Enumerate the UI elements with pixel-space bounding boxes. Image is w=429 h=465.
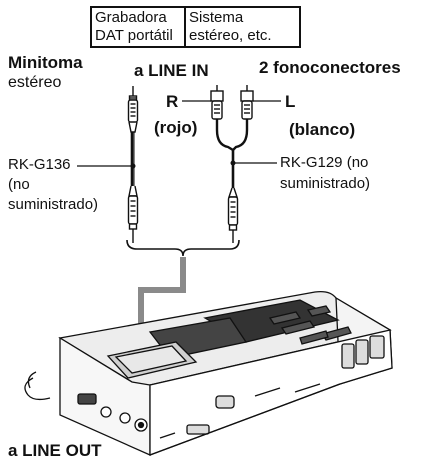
- label-right-channel: R: [166, 92, 179, 111]
- box-dat-recorder: Grabadora DAT portátil: [90, 6, 186, 48]
- label-left-channel: L: [285, 92, 296, 111]
- rk-g129-callout-dot: [230, 160, 236, 166]
- label-stereo-miniplug-line-1: Minitoma: [8, 53, 83, 72]
- label-right-channel-color: (rojo): [154, 118, 198, 137]
- box-dat-recorder-line-1: Grabadora: [95, 9, 167, 26]
- label-left-channel-color: (blanco): [289, 120, 356, 139]
- label-rk-g136-line-2: (no: [8, 176, 30, 193]
- cable-rk-g129: [210, 85, 254, 243]
- label-two-phono-plugs: 2 fonoconectores: [259, 58, 401, 77]
- box-stereo-system-line-2: estéreo, etc.: [189, 27, 272, 44]
- label-stereo-miniplug-line-2: estéreo: [8, 74, 62, 91]
- box-stereo-system: Sistema estéreo, etc.: [184, 6, 301, 48]
- rk-g136-callout-dot: [130, 163, 136, 169]
- box-dat-recorder-line-2: DAT portátil: [95, 27, 173, 44]
- label-rk-g136-line-3: suministrado): [8, 196, 99, 213]
- label-rk-g136-line-1: RK-G136: [8, 156, 71, 173]
- box-stereo-system-line-1: Sistema: [189, 9, 244, 26]
- label-rk-g129-line-2: suministrado): [280, 175, 371, 192]
- label-rk-g129-line-1: RK-G129 (no: [280, 154, 369, 171]
- label-line-out: a LINE OUT: [8, 441, 102, 460]
- label-line-in: a LINE IN: [134, 61, 209, 80]
- md-recorder-device: [24, 290, 393, 457]
- joining-brace: [126, 239, 240, 257]
- cable-rk-g136: [127, 86, 139, 243]
